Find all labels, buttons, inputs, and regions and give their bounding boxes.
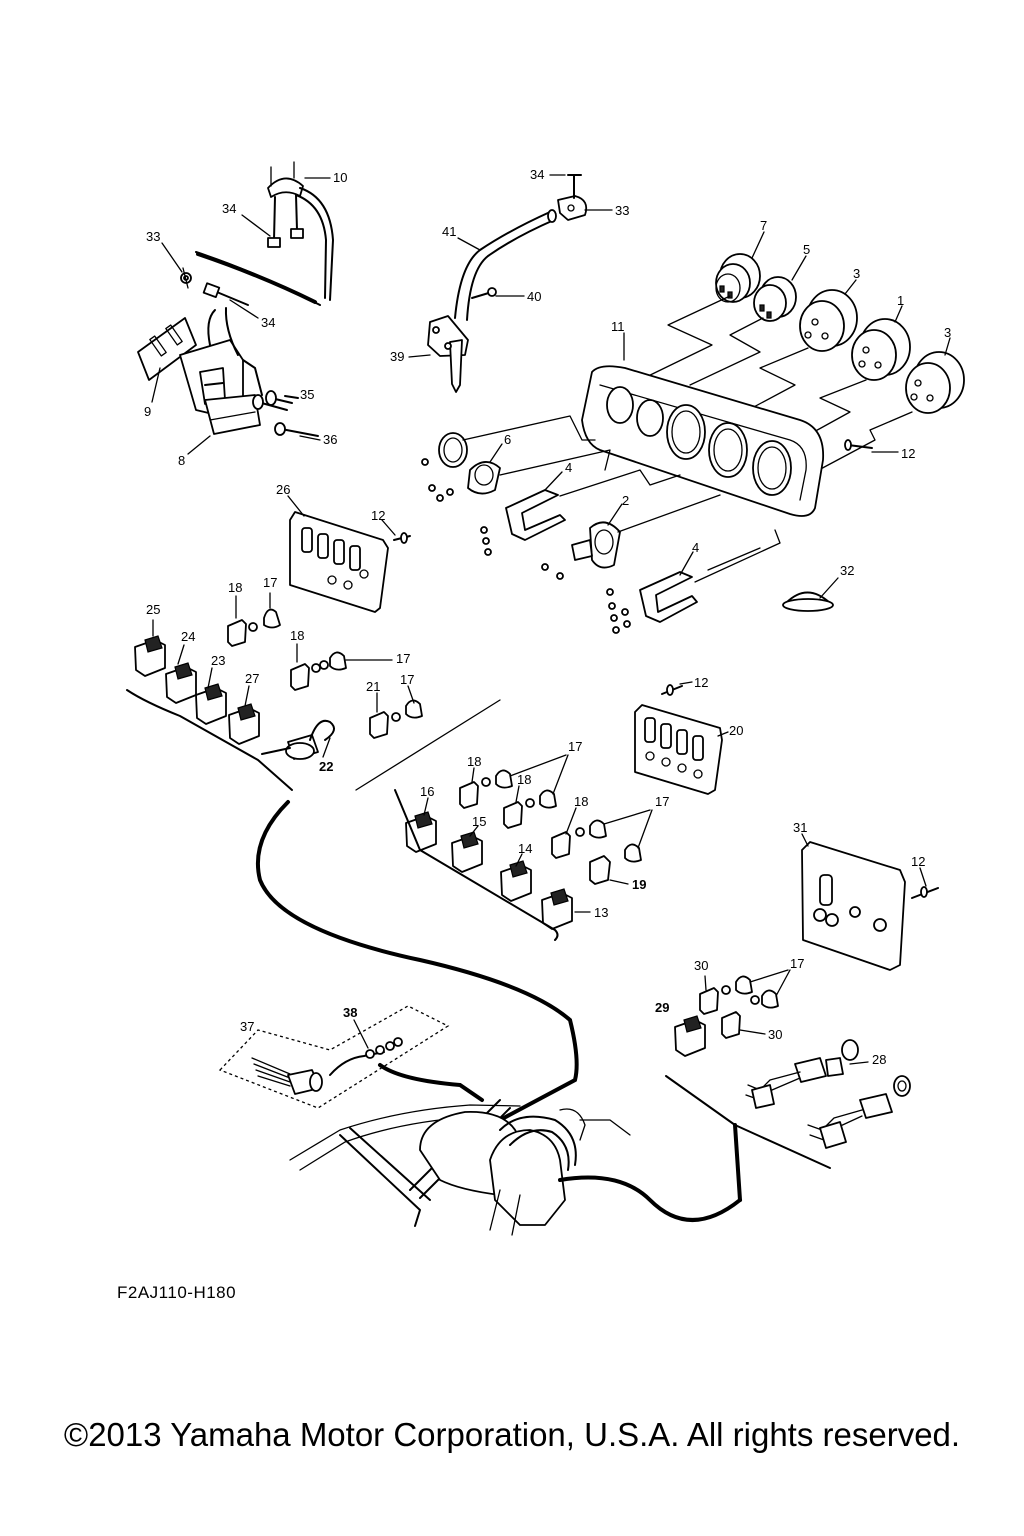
diagram-code-label: F2AJ110-H180 — [117, 1283, 237, 1302]
callout-18: 18 — [517, 772, 531, 787]
callout-36: 36 — [323, 432, 337, 447]
callout-14: 14 — [518, 841, 532, 856]
dashboard-outline-right — [665, 1075, 831, 1202]
callout-33: 33 — [615, 203, 629, 218]
callout-4: 4 — [565, 460, 572, 475]
callout-2: 2 — [622, 493, 629, 508]
callout-22: 22 — [319, 759, 333, 774]
callout-17: 17 — [790, 956, 804, 971]
callout-12: 12 — [694, 675, 708, 690]
callout-8: 8 — [178, 453, 185, 468]
callout-34: 34 — [530, 167, 544, 182]
callout-17: 17 — [655, 794, 669, 809]
callout-19: 19 — [632, 877, 646, 892]
callout-9: 9 — [144, 404, 151, 419]
copyright-notice: ©2013 Yamaha Motor Corporation, U.S.A. A… — [63, 1416, 961, 1453]
left-switch-bank — [134, 592, 423, 760]
callout-18: 18 — [290, 628, 304, 643]
callout-27: 27 — [245, 671, 259, 686]
callout-labels: 10 34 33 34 9 35 36 8 34 33 41 40 39 7 5… — [144, 167, 951, 1067]
leader-lines-middle — [462, 415, 781, 583]
callout-17: 17 — [400, 672, 414, 687]
callout-34: 34 — [261, 315, 275, 330]
callout-37: 37 — [240, 1019, 254, 1034]
callout-4: 4 — [692, 540, 699, 555]
nut-set-6 — [421, 458, 454, 502]
callout-17: 17 — [263, 575, 277, 590]
callout-28: 28 — [872, 1052, 886, 1067]
callout-26: 26 — [276, 482, 290, 497]
callout-5: 5 — [803, 242, 810, 257]
callout-21: 21 — [366, 679, 380, 694]
callout-15: 15 — [472, 814, 486, 829]
callout-3: 3 — [853, 266, 860, 281]
callout-30: 30 — [768, 1027, 782, 1042]
callout-20: 20 — [729, 723, 743, 738]
callout-7: 7 — [760, 218, 767, 233]
callout-18: 18 — [228, 580, 242, 595]
callout-10: 10 — [333, 170, 347, 185]
callout-12: 12 — [371, 508, 385, 523]
callout-30: 30 — [694, 958, 708, 973]
switch-panel-26 — [289, 511, 411, 613]
callout-25: 25 — [146, 602, 160, 617]
callout-31: 31 — [793, 820, 807, 835]
callout-40: 40 — [527, 289, 541, 304]
dashboard-outline-left — [126, 689, 501, 791]
callout-6: 6 — [504, 432, 511, 447]
callout-17: 17 — [568, 739, 582, 754]
right-lower-switch-bank — [674, 969, 911, 1149]
callout-12: 12 — [901, 446, 915, 461]
callout-1: 1 — [897, 293, 904, 308]
switch-panel-20 — [634, 684, 723, 795]
callout-18: 18 — [574, 794, 588, 809]
callout-17: 17 — [396, 651, 410, 666]
callout-29: 29 — [655, 1000, 669, 1015]
callout-13: 13 — [594, 905, 608, 920]
center-switch-bank — [394, 754, 653, 941]
gauge-cluster-group — [581, 253, 965, 517]
callout-16: 16 — [420, 784, 434, 799]
callout-35: 35 — [300, 387, 314, 402]
gauge-bracket-group — [421, 432, 834, 634]
hose-and-bracket-group — [427, 174, 588, 393]
callout-34: 34 — [222, 201, 236, 216]
callout-12: 12 — [911, 854, 925, 869]
callout-3: 3 — [944, 325, 951, 340]
callout-38: 38 — [343, 1005, 357, 1020]
callout-39: 39 — [390, 349, 404, 364]
callout-23: 23 — [211, 653, 225, 668]
callout-24: 24 — [181, 629, 195, 644]
callout-18: 18 — [467, 754, 481, 769]
boat-hull-sketch — [289, 1099, 742, 1236]
sensor-bracket-group — [137, 161, 334, 437]
callout-32: 32 — [840, 563, 854, 578]
switch-panel-31 — [801, 841, 939, 971]
callout-33: 33 — [146, 229, 160, 244]
cable-loop — [255, 800, 579, 1122]
harness-inset — [218, 1005, 450, 1109]
callout-11: 11 — [611, 319, 625, 334]
callout-41: 41 — [442, 224, 456, 239]
